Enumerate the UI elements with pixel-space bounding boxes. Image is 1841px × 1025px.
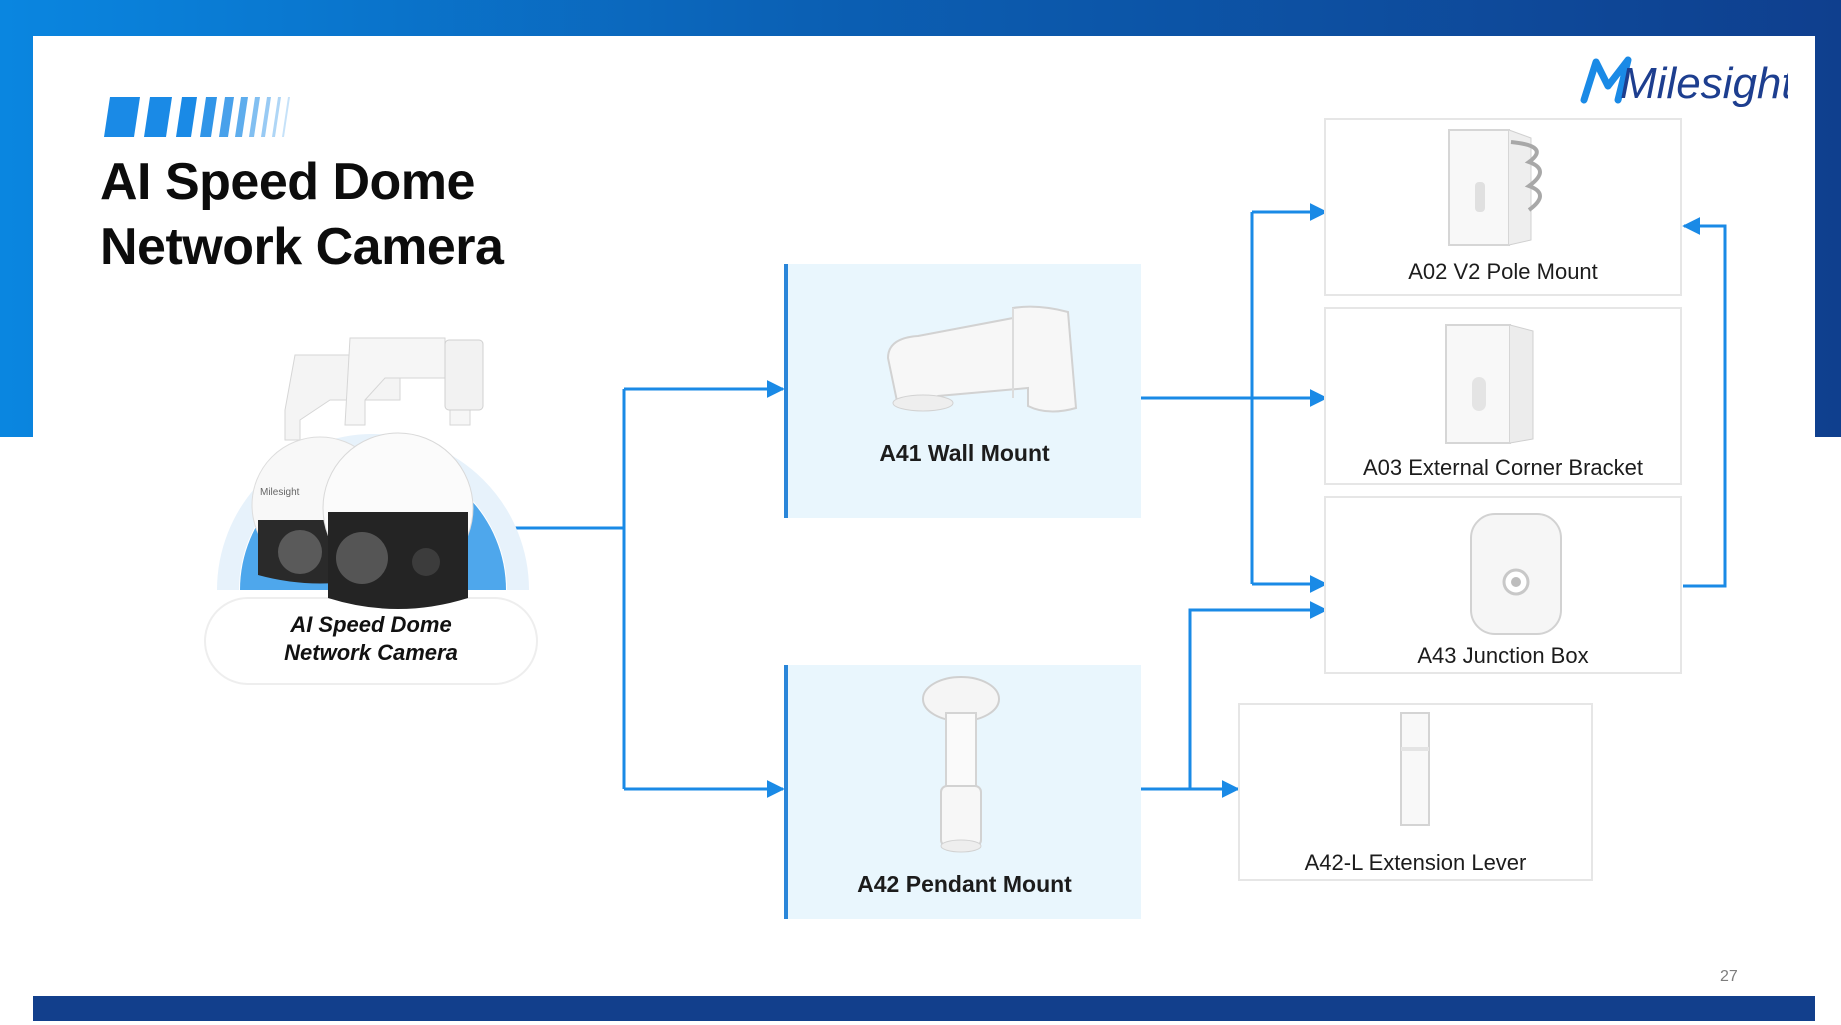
title-line-2: Network Camera bbox=[100, 218, 504, 276]
pendant-mount-label: A42 Pendant Mount bbox=[857, 871, 1072, 897]
page-number: 27 bbox=[1720, 968, 1738, 985]
footer-bar bbox=[33, 996, 1815, 1021]
wall-mount-card[interactable]: A41 Wall Mount bbox=[784, 264, 1141, 518]
pendant-mount-image bbox=[922, 676, 1000, 853]
camera-label-line-1: AI Speed Dome bbox=[290, 612, 452, 637]
pendant-mount-card[interactable]: A42 Pendant Mount bbox=[784, 665, 1141, 919]
pole-mount-image bbox=[1448, 129, 1542, 246]
corner-bracket-label: A03 External Corner Bracket bbox=[1362, 455, 1644, 480]
wall-mount-label: A41 Wall Mount bbox=[879, 440, 1050, 466]
milesight-logo: Milesight bbox=[1580, 56, 1788, 108]
logo-text: Milesight bbox=[1620, 59, 1788, 108]
pole-mount-card[interactable]: A02 V2 Pole Mount bbox=[1324, 118, 1682, 296]
extension-lever-card[interactable]: A42-L Extension Lever bbox=[1238, 703, 1593, 881]
junction-box-image bbox=[1470, 513, 1562, 635]
camera-label-line-2: Network Camera bbox=[284, 640, 458, 665]
camera-brand-text: Milesight bbox=[260, 487, 300, 498]
camera-illustration: Milesight bbox=[204, 337, 538, 685]
wall-mount-image bbox=[886, 305, 1078, 413]
extension-lever-image bbox=[1400, 712, 1430, 826]
page-title: AI Speed Dome Network Camera bbox=[100, 150, 504, 280]
pole-mount-label: A02 V2 Pole Mount bbox=[1408, 259, 1598, 284]
corner-bracket-card[interactable]: A03 External Corner Bracket bbox=[1324, 307, 1682, 485]
title-line-1: AI Speed Dome bbox=[100, 153, 475, 211]
junction-box-label: A43 Junction Box bbox=[1417, 643, 1589, 668]
extension-lever-label: A42-L Extension Lever bbox=[1304, 850, 1527, 875]
corner-bracket-image bbox=[1445, 324, 1534, 444]
junction-box-card[interactable]: A43 Junction Box bbox=[1324, 496, 1682, 674]
stripes-decoration bbox=[104, 97, 290, 137]
camera-label: AI Speed Dome Network Camera bbox=[205, 611, 537, 667]
